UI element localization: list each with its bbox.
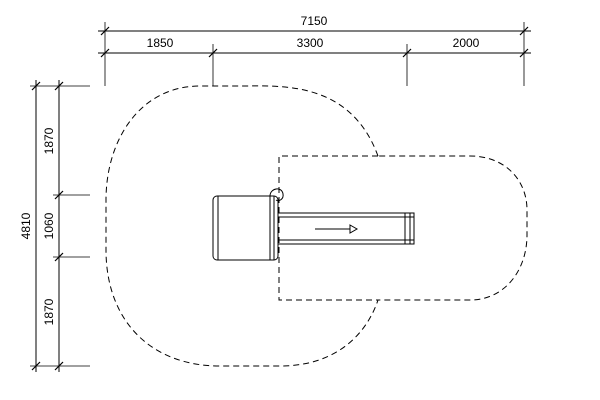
tick-mark bbox=[100, 26, 110, 36]
tick-mark bbox=[54, 81, 64, 91]
tick-mark bbox=[519, 48, 529, 58]
top-segment-label-2: 3300 bbox=[297, 36, 324, 50]
runout-zone-outline bbox=[278, 155, 378, 301]
tick-mark bbox=[402, 48, 412, 58]
slide-body bbox=[277, 212, 415, 245]
top-total-label: 7150 bbox=[301, 14, 328, 28]
tick-mark bbox=[31, 361, 41, 371]
tick-mark bbox=[100, 48, 110, 58]
direction-arrow-icon bbox=[349, 224, 359, 234]
tick-mark bbox=[54, 252, 64, 262]
tick-mark bbox=[54, 361, 64, 371]
top-segment-label-3: 2000 bbox=[453, 36, 480, 50]
tick-mark bbox=[31, 81, 41, 91]
top-dimension-chain: 7150 1850 3300 2000 bbox=[98, 14, 531, 86]
tick-mark bbox=[208, 48, 218, 58]
safety-zone-outline bbox=[105, 85, 528, 367]
tick-mark bbox=[519, 26, 529, 36]
left-segment-label-2: 1060 bbox=[42, 212, 56, 239]
platform-body bbox=[212, 195, 279, 261]
platform-tower bbox=[212, 188, 284, 261]
left-segment-label-1: 1870 bbox=[42, 127, 56, 154]
left-segment-label-3: 1870 bbox=[42, 298, 56, 325]
left-total-label: 4810 bbox=[19, 212, 33, 239]
slide-chute bbox=[277, 212, 415, 245]
top-segment-label-1: 1850 bbox=[147, 36, 174, 50]
left-dimension-chain: 4810 1870 1060 1870 bbox=[19, 80, 90, 372]
tick-mark bbox=[54, 190, 64, 200]
handle-icon bbox=[269, 188, 284, 202]
